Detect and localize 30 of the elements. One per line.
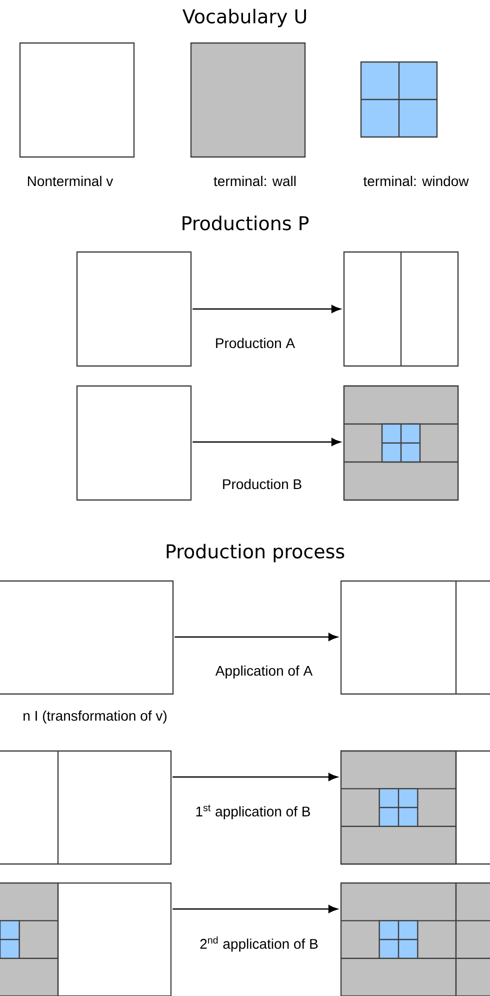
arrow bbox=[192, 305, 341, 314]
section-heading: Production process bbox=[166, 544, 344, 562]
box bbox=[190, 42, 306, 158]
grid-drawing bbox=[340, 580, 490, 695]
node-label: Nonterminal v bbox=[28, 176, 114, 186]
grid-drawing bbox=[343, 385, 459, 501]
box bbox=[76, 251, 192, 367]
edge-label: Application of A bbox=[214, 664, 314, 680]
box bbox=[76, 385, 192, 501]
arrow bbox=[172, 905, 338, 914]
grid-drawing bbox=[340, 882, 490, 996]
grid-drawing bbox=[0, 882, 172, 996]
grid-drawing bbox=[360, 61, 438, 138]
grid-drawing bbox=[343, 251, 459, 367]
grid-drawing bbox=[0, 750, 172, 865]
edge-label: 2$^{nd}$ application of B bbox=[198, 935, 320, 953]
arrow bbox=[174, 633, 338, 642]
edge-label: Production A bbox=[214, 336, 296, 350]
node-label: n I (transformation of v) bbox=[24, 710, 166, 724]
arrow bbox=[172, 773, 338, 782]
edge-label: Production B bbox=[220, 478, 304, 490]
node-label: terminal: wall bbox=[214, 176, 296, 186]
box bbox=[0, 580, 174, 695]
node-label: terminal: window bbox=[363, 176, 469, 186]
edge-label: 1$^{st}$ application of B bbox=[194, 804, 312, 820]
box bbox=[19, 42, 135, 158]
section-heading: Productions P bbox=[182, 216, 309, 230]
arrow bbox=[192, 438, 341, 446]
section-heading: Vocabulary U bbox=[182, 8, 306, 28]
grid-drawing bbox=[340, 750, 490, 865]
